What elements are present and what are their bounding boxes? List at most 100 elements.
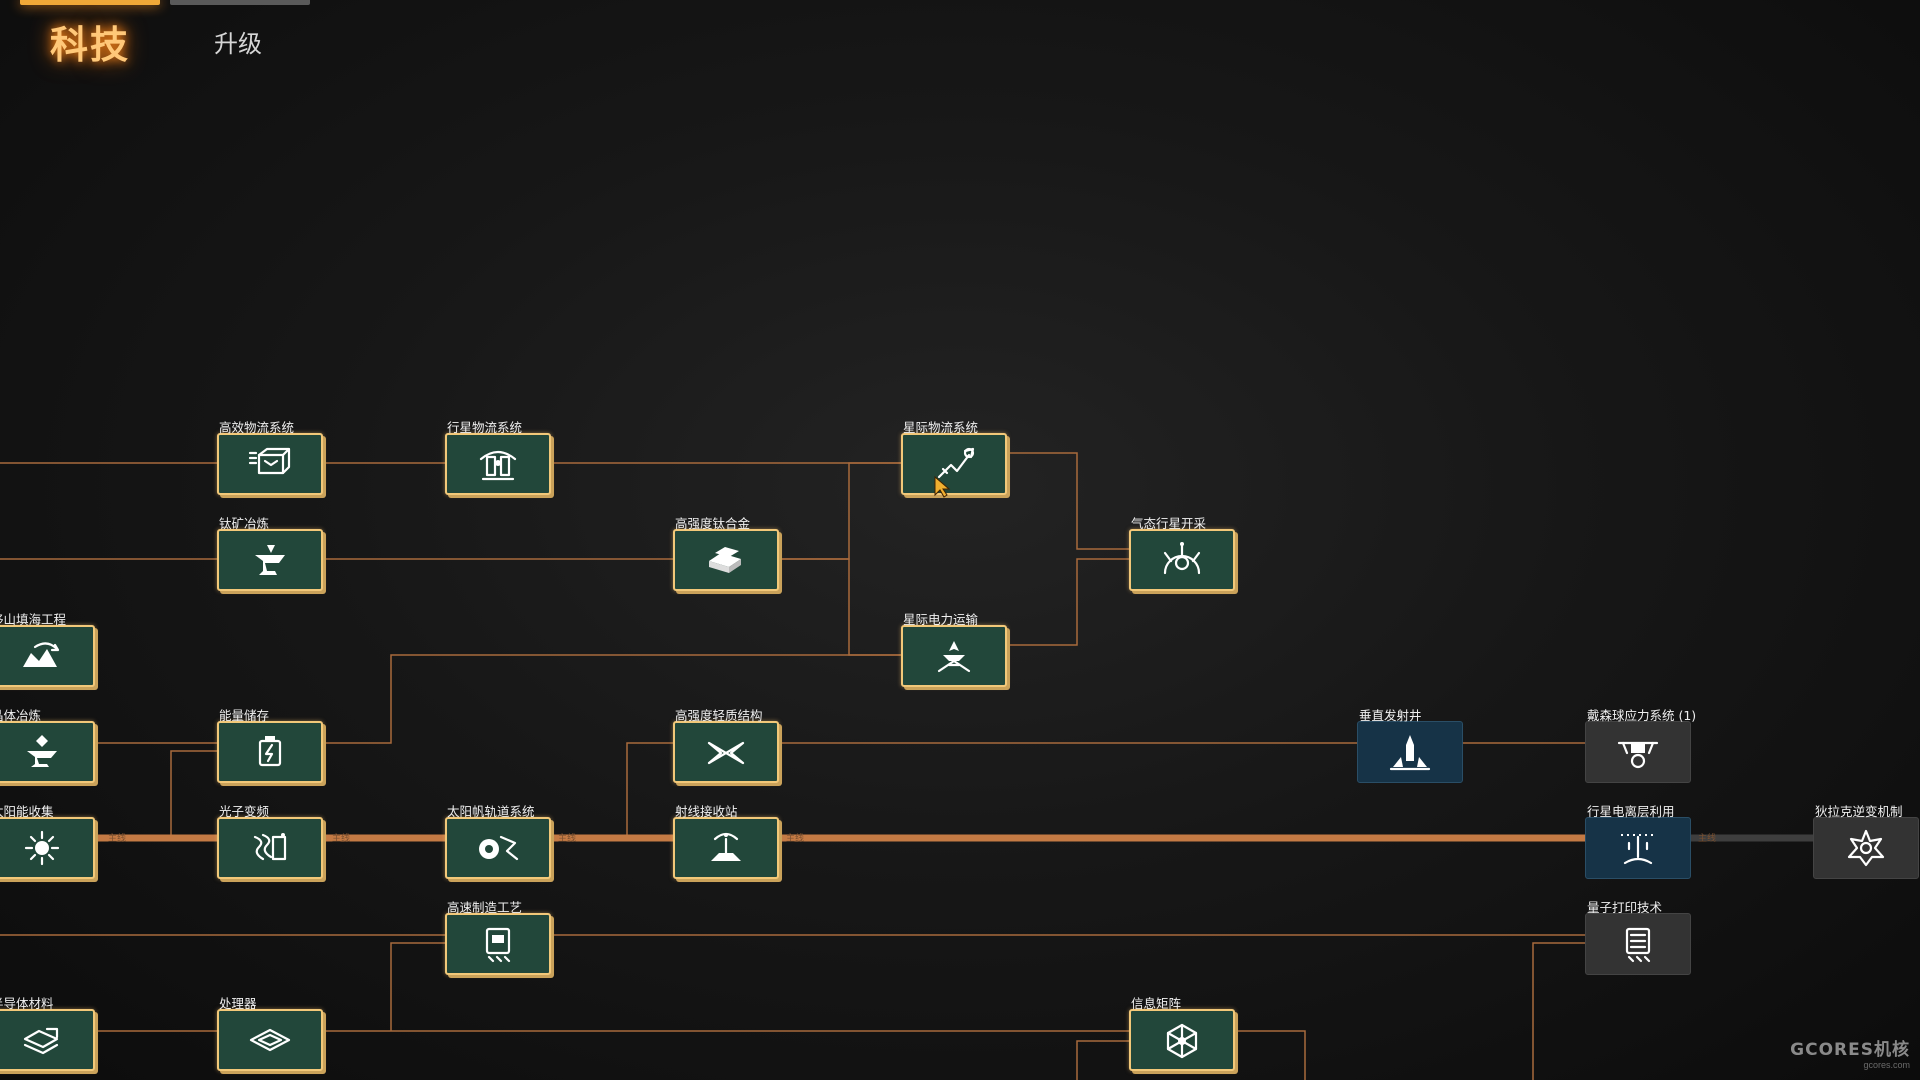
mainline-tag: 主线 [786,832,804,844]
category-tabs: 科技 升级 [0,0,400,80]
prerequisite-link [1532,942,1585,1080]
tech-node-label: 射线接收站 [675,804,738,819]
tech-node-sc[interactable]: 太阳能收集 [0,804,95,879]
tech-node-card [673,529,779,591]
ionosphere-icon [1621,834,1655,865]
mainline-tag: 主线 [332,832,350,844]
planetary-logistics-icon [479,450,517,481]
tech-node-hs[interactable]: 高速制造工艺 [445,900,551,975]
tech-node-label: 半导体材料 [0,996,54,1011]
tech-node-rr[interactable]: 射线接收站 [673,804,779,879]
tech-node-dr[interactable]: 狄拉克逆变机制 [1813,804,1919,879]
tech-node-card [1585,817,1691,879]
tab-upgrade-indicator [170,0,310,5]
tech-node-es[interactable]: 能量储存 [217,708,323,783]
tech-node-label: 垂直发射井 [1359,708,1422,723]
tech-node-card [217,433,323,495]
watermark: GCORES机核 gcores.com [1790,1035,1910,1070]
terraform-icon [23,642,60,667]
prerequisite-link [626,742,673,838]
tech-node-so[interactable]: 太阳帆轨道系统 [445,804,551,879]
tech-node-label: 戴森球应力系统 (1) [1587,708,1697,723]
tech-node-card [673,721,779,783]
tech-node-label: 行星电离层利用 [1587,804,1675,819]
tech-node-card [217,721,323,783]
prerequisite-link [170,750,217,838]
tech-node-card [1129,1009,1235,1071]
tech-node-label: 高速制造工艺 [447,900,523,915]
tab-technology-indicator [20,0,160,5]
battery-icon [258,736,282,767]
tech-node-card [217,1009,323,1071]
tech-node-pl[interactable]: 行星物流系统 [445,420,551,495]
watermark-logo: GCORES机核 [1790,1040,1910,1060]
tech-node-label: 光子变频 [219,804,270,819]
prerequisite-link [390,942,445,1031]
prerequisite-link [1235,1030,1306,1080]
tech-node-ts[interactable]: 移山填海工程 [0,612,95,687]
sun-icon [24,830,60,866]
tech-node-label: 高强度钛合金 [675,516,751,531]
photon-icon [253,833,287,861]
watermark-url: gcores.com [1863,1060,1910,1070]
frame-structure-icon [707,741,745,765]
tech-node-il[interactable]: 星际物流系统 [901,420,1007,495]
processor-icon [249,1028,291,1052]
tech-node-card [1585,721,1691,783]
tech-node-label: 钛矿冶炼 [219,516,270,531]
launch-silo-icon [1389,735,1431,771]
power-transfer-icon [937,641,971,673]
tech-node-card [0,625,95,687]
tech-node-card [217,529,323,591]
prerequisite-link [779,462,901,560]
tech-node-pr[interactable]: 处理器 [217,996,323,1071]
tech-node-ta[interactable]: 高强度钛合金 [673,516,779,591]
tab-upgrade[interactable]: 升级 [170,0,310,58]
tech-node-card [445,817,551,879]
tech-node-ti[interactable]: 钛矿冶炼 [217,516,323,591]
tech-node-label: 高强度轻质结构 [675,708,763,723]
tech-node-card [445,913,551,975]
tech-node-card [1357,721,1463,783]
tech-node-card [0,817,95,879]
tech-node-sm[interactable]: 半导体材料 [0,996,95,1071]
tech-node-label: 行星物流系统 [447,420,523,435]
tech-node-gg[interactable]: 气态行星开采 [1129,516,1235,591]
chip-stack-icon [23,1027,59,1055]
tech-node-ds[interactable]: 戴森球应力系统 (1) [1585,708,1696,783]
tech-node-cs[interactable]: 晶体冶炼 [0,708,95,783]
tab-technology[interactable]: 科技 [20,0,160,67]
tech-node-card [1585,913,1691,975]
tech-node-card [901,433,1007,495]
matrix-icon [1166,1023,1198,1059]
tech-node-card [901,625,1007,687]
tech-node-label: 量子打印技术 [1587,900,1663,915]
tech-node-vl[interactable]: 垂直发射井 [1357,708,1463,783]
prerequisite-link [1007,452,1129,550]
tech-node-label: 太阳能收集 [0,804,54,819]
logistics-icon [248,447,291,475]
mainline-tag: 主线 [558,832,576,844]
tech-node-ph[interactable]: 光子变频 [217,804,323,879]
tech-node-card [673,817,779,879]
tech-node-card [1129,529,1235,591]
tech-node-card [217,817,323,879]
ray-receiver-icon [711,832,741,861]
tech-node-pi[interactable]: 行星电离层利用 [1585,804,1691,879]
tech-node-im[interactable]: 信息矩阵 [1129,996,1235,1071]
tech-node-label: 狄拉克逆变机制 [1815,804,1903,819]
prerequisite-link [323,654,901,744]
tech-node-label: 高效物流系统 [219,420,295,435]
mainline-tag: 主线 [108,832,126,844]
tech-node-ip[interactable]: 星际电力运输 [901,612,1007,687]
tech-node-lw[interactable]: 高强度轻质结构 [673,708,779,783]
tech-node-label: 晶体冶炼 [0,708,42,723]
tech-node-label: 信息矩阵 [1131,996,1182,1011]
dyson-stress-icon [1617,741,1659,769]
dirac-icon [1847,829,1885,867]
assembler-icon [485,927,511,963]
gas-giant-mining-icon [1163,542,1201,575]
tech-node-hl[interactable]: 高效物流系统 [217,420,323,495]
tech-node-qp[interactable]: 量子打印技术 [1585,900,1691,975]
